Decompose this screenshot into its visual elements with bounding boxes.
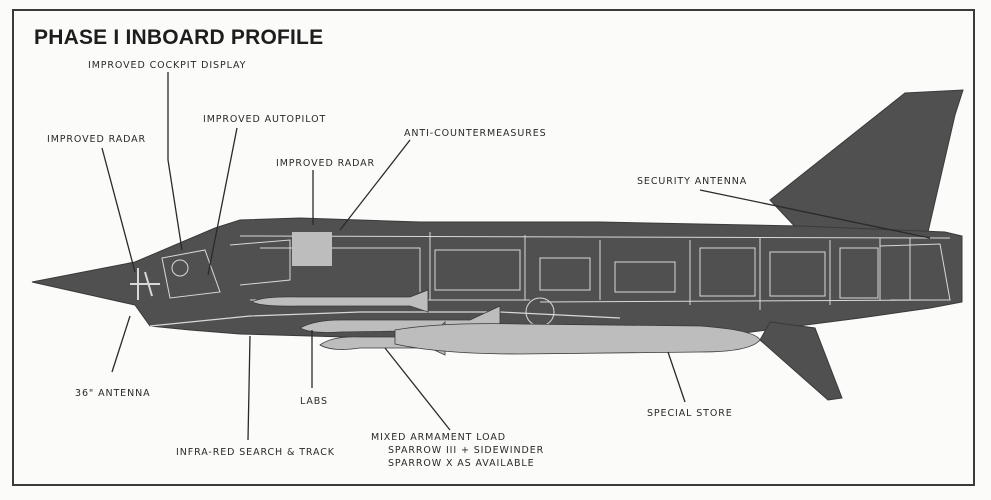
label-security-antenna: SECURITY ANTENNA (637, 176, 748, 187)
special-store-pod (394, 323, 761, 355)
label-mixed-armament-line2: SPARROW III + SIDEWINDER (388, 445, 545, 456)
nose-radar-dish (130, 268, 160, 300)
radar-bay (292, 232, 332, 266)
horizontal-stabilizer (759, 321, 843, 401)
label-improved-cockpit-display: IMPROVED COCKPIT DISPLAY (88, 60, 247, 71)
label-infra-red-search-track: INFRA-RED SEARCH & TRACK (176, 447, 335, 458)
label-labs: LABS (300, 396, 328, 407)
label-anti-countermeasures: ANTI-COUNTERMEASURES (404, 128, 547, 139)
leader-lines (101, 72, 931, 441)
label-special-store: SPECIAL STORE (647, 408, 733, 419)
diagram-border (12, 9, 975, 486)
internal-structure (161, 232, 951, 327)
label-mixed-armament-line1: MIXED ARMAMENT LOAD (371, 432, 506, 443)
diagram-title: PHASE I INBOARD PROFILE (34, 26, 324, 49)
fuselage (31, 217, 963, 343)
label-36-antenna: 36" ANTENNA (75, 388, 151, 399)
label-improved-radar-bay: IMPROVED RADAR (276, 158, 376, 169)
label-improved-autopilot: IMPROVED AUTOPILOT (203, 114, 327, 125)
label-improved-radar-nose: IMPROVED RADAR (47, 134, 147, 145)
label-mixed-armament-line3: SPARROW X AS AVAILABLE (388, 458, 535, 469)
wing-line (149, 311, 621, 327)
